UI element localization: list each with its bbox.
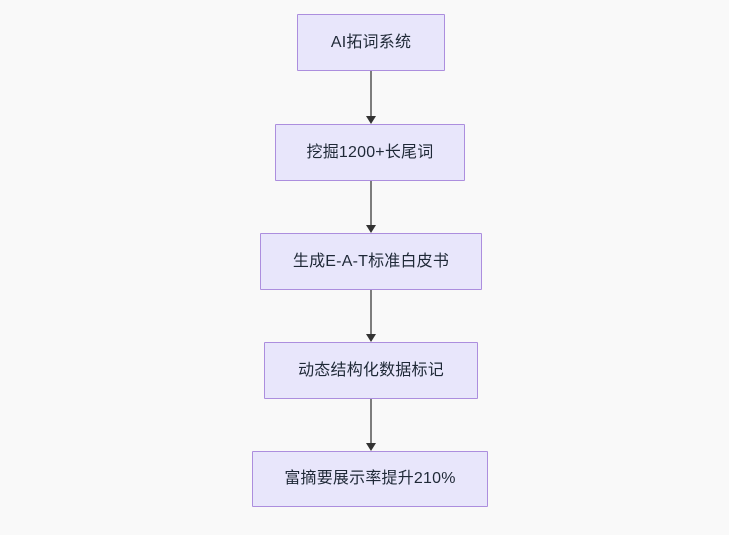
flowchart-node-n4[interactable]: 动态结构化数据标记 <box>264 342 478 399</box>
edge-line <box>370 181 372 225</box>
flowchart-node-label: AI拓词系统 <box>330 33 412 51</box>
edge-line <box>370 71 372 116</box>
arrow-down-icon <box>366 225 376 233</box>
flowchart-node-n3[interactable]: 生成E-A-T标准白皮书 <box>260 233 482 290</box>
flowchart-node-label: 挖掘1200+长尾词 <box>306 143 434 161</box>
flowchart-node-n2[interactable]: 挖掘1200+长尾词 <box>275 124 465 181</box>
arrow-down-icon <box>366 443 376 451</box>
arrow-down-icon <box>366 116 376 124</box>
flowchart-edge-n3-n4 <box>360 290 382 342</box>
flowchart-node-n5[interactable]: 富摘要展示率提升210% <box>252 451 488 507</box>
flowchart-node-label: 动态结构化数据标记 <box>298 361 444 379</box>
flowchart-edge-n1-n2 <box>360 71 382 124</box>
flowchart-node-label: 生成E-A-T标准白皮书 <box>292 252 450 270</box>
flowchart-edge-n2-n3 <box>360 181 382 233</box>
flowchart-node-n1[interactable]: AI拓词系统 <box>297 14 445 71</box>
edge-line <box>370 290 372 334</box>
edge-line <box>370 399 372 443</box>
arrow-down-icon <box>366 334 376 342</box>
flowchart-edge-n4-n5 <box>360 399 382 451</box>
flowchart-node-label: 富摘要展示率提升210% <box>284 470 456 487</box>
